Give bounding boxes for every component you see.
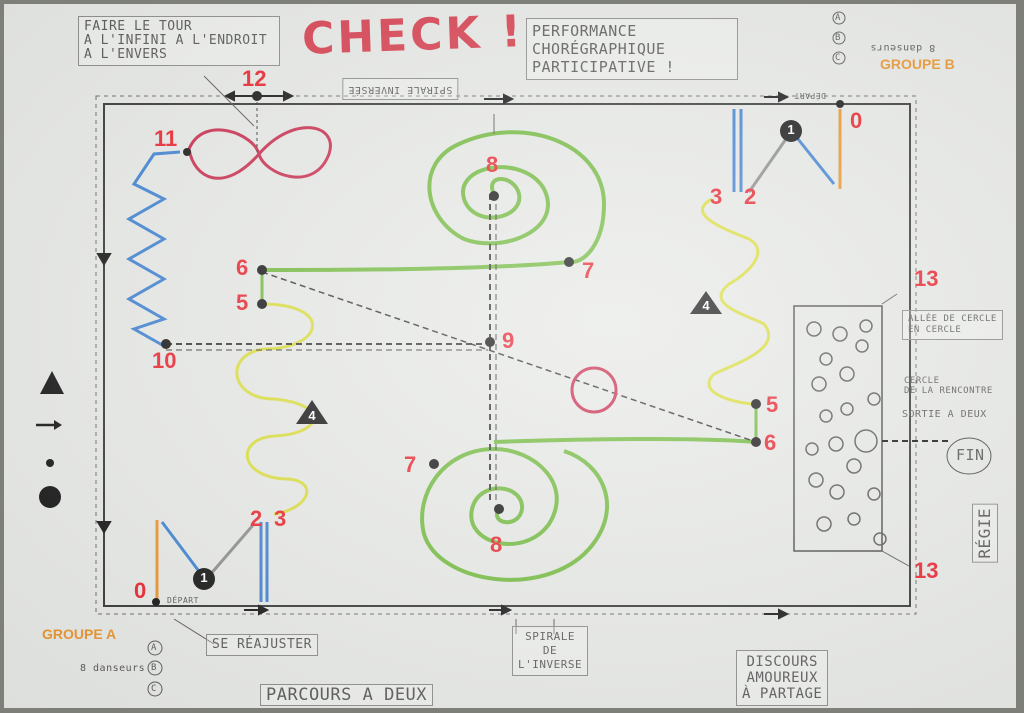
step-0-b: 0: [850, 108, 863, 133]
dashed-diagonal: [261, 271, 757, 443]
depart-a-label: DÉPART: [167, 596, 199, 605]
step-7-b: 7: [404, 452, 417, 477]
choreography-diagram: [36, 11, 992, 697]
step-9: 9: [502, 328, 515, 353]
step-10: 10: [152, 348, 177, 373]
spiral-top: [427, 130, 607, 265]
triangle-marker-right: [690, 291, 722, 314]
group-a-label: GROUPE A: [42, 626, 117, 642]
group-b-blue-line: [792, 133, 836, 185]
group-b-label: GROUPE B: [880, 56, 955, 72]
step-12: 12: [242, 66, 267, 91]
group-b-letter-3: C: [835, 53, 841, 63]
group-b-circles: [832, 11, 846, 65]
step-5-a: 5: [236, 290, 249, 315]
step-6-b: 6: [764, 430, 777, 455]
sortie-label: SORTIE A DEUX: [902, 409, 987, 420]
huit-danseurs-a: 8 danseurs: [80, 663, 146, 674]
step-8-a: 8: [486, 152, 499, 177]
step-2-b: 2: [744, 184, 757, 209]
exit-circles: [805, 319, 887, 546]
group-a-letter-3: C: [151, 684, 157, 694]
cercle-label: CERCLE DE LA RENCONTRE: [904, 376, 993, 396]
triangle-right-label: 4: [702, 298, 710, 313]
spiral-top-tail: [261, 260, 570, 272]
step-13-bottom: 13: [914, 558, 939, 583]
center-circle: [570, 366, 618, 414]
group-b-letter-2: B: [835, 33, 841, 43]
discours-label: DISCOURS AMOUREUX À PARTAGE: [736, 650, 829, 706]
spiral-bottom: [420, 446, 609, 582]
arrow-icon: [36, 420, 62, 430]
parcours-label: PARCOURS A DEUX: [260, 684, 434, 706]
group-a-blue-line: [160, 521, 206, 579]
triangle-left-label: 4: [308, 408, 316, 423]
performance-note: PERFORMANCE CHORÉGRAPHIQUE PARTICIPATIVE…: [526, 18, 738, 80]
group-a-letter-1: A: [151, 643, 157, 653]
wave-right: [701, 197, 771, 406]
fin-label: FIN: [956, 446, 985, 464]
group-a-grey-line: [207, 523, 256, 577]
step-8-b: 8: [490, 532, 503, 557]
group-a-letter-2: B: [151, 663, 157, 673]
position-dots: [152, 91, 844, 606]
stage-outline: [103, 103, 911, 607]
spirale-inversee-top-label: SPIRALE INVERSÉE: [342, 78, 459, 100]
fin-circle: [946, 437, 992, 475]
spiral-bottom-tail: [493, 437, 757, 444]
marker-1b-label: 1: [787, 122, 795, 137]
step-3-a: 3: [274, 506, 287, 531]
triangle-icon: [40, 371, 64, 394]
zigzag-path: [125, 150, 181, 348]
marker-1-label: 1: [200, 570, 208, 585]
huit-danseurs-b: 8 danseurs: [870, 42, 936, 53]
depart-b-label: DÉPART: [794, 91, 826, 100]
step-6-a: 6: [236, 255, 249, 280]
group-b-letter-1: A: [835, 13, 841, 23]
step-5-b: 5: [766, 392, 779, 417]
step-13-top: 13: [914, 266, 939, 291]
regie-label: RÉGIE: [972, 504, 998, 563]
step-11: 11: [154, 126, 178, 151]
step-0-a: 0: [134, 578, 147, 603]
page-title: CHECK !: [301, 6, 525, 65]
triangle-marker-left: [296, 400, 328, 424]
allee-label: ALLÉE DE CERCLE EN CERCLE: [902, 310, 1003, 340]
infinity-note: FAIRE LE TOUR A L'INFINI A L'ENDROIT A L…: [78, 16, 280, 66]
large-dot-icon: [39, 486, 61, 508]
small-dot-icon: [46, 459, 54, 467]
edge-arrows: [96, 90, 790, 620]
exit-circle-zone: [793, 305, 883, 552]
step-7-a: 7: [582, 258, 595, 283]
group-b-grey-line: [747, 138, 788, 193]
spirale-inversee-bottom-label: SPIRALE DE L'INVERSE: [512, 626, 589, 676]
group-a-circles: [147, 640, 163, 697]
se-reajuster-label: SE RÉAJUSTER: [206, 634, 318, 656]
infinity-path: [187, 126, 332, 180]
stage-outline-dashed: [95, 95, 917, 615]
step-2-a: 2: [250, 506, 263, 531]
step-3-b: 3: [710, 184, 723, 209]
paper-sheet: CHECK ! FAIRE LE TOUR A L'INFINI A L'END…: [4, 4, 1016, 708]
